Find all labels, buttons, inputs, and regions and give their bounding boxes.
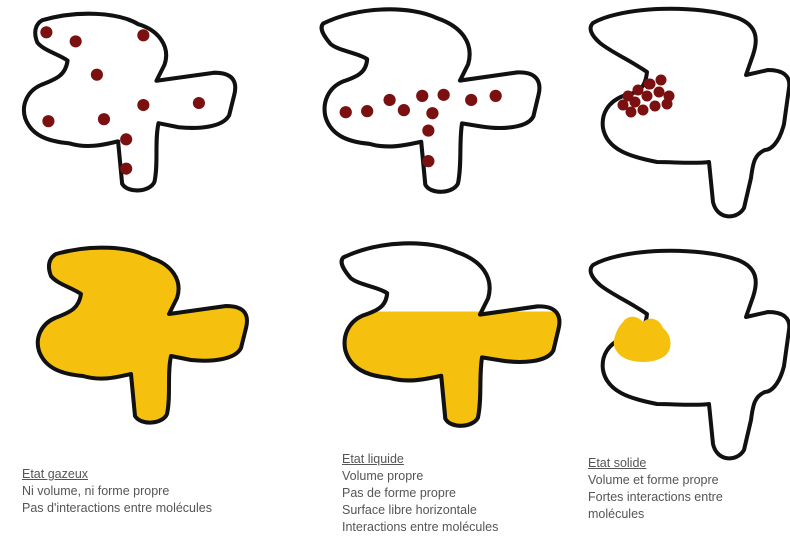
panel-liquid-filled	[342, 243, 560, 425]
panel-solid-filled	[591, 251, 790, 459]
caption-gas: Etat gazeux Ni volume, ni forme propre P…	[22, 466, 212, 517]
caption-solid-line: Fortes interactions entre	[588, 489, 723, 506]
caption-liquid-line: Interactions entre molécules	[342, 519, 498, 536]
caption-liquid-title: Etat liquide	[342, 451, 498, 468]
caption-gas-line: Ni volume, ni forme propre	[22, 483, 212, 500]
caption-liquid-line: Volume propre	[342, 468, 498, 485]
panel-solid-molecules	[591, 9, 790, 217]
caption-gas-title: Etat gazeux	[22, 466, 212, 483]
caption-solid-title: Etat solide	[588, 455, 723, 472]
caption-solid-line: molécules	[588, 506, 723, 523]
caption-liquid-line: Surface libre horizontale	[342, 502, 498, 519]
caption-solid-line: Volume et forme propre	[588, 472, 723, 489]
panel-gas-molecules	[24, 14, 235, 191]
caption-liquid: Etat liquide Volume propre Pas de forme …	[342, 451, 498, 536]
caption-liquid-line: Pas de forme propre	[342, 485, 498, 502]
panel-gas-filled	[38, 248, 247, 423]
panel-liquid-molecules	[322, 9, 540, 191]
caption-gas-line: Pas d'interactions entre molécules	[22, 500, 212, 517]
caption-solid: Etat solide Volume et forme propre Forte…	[588, 455, 723, 523]
